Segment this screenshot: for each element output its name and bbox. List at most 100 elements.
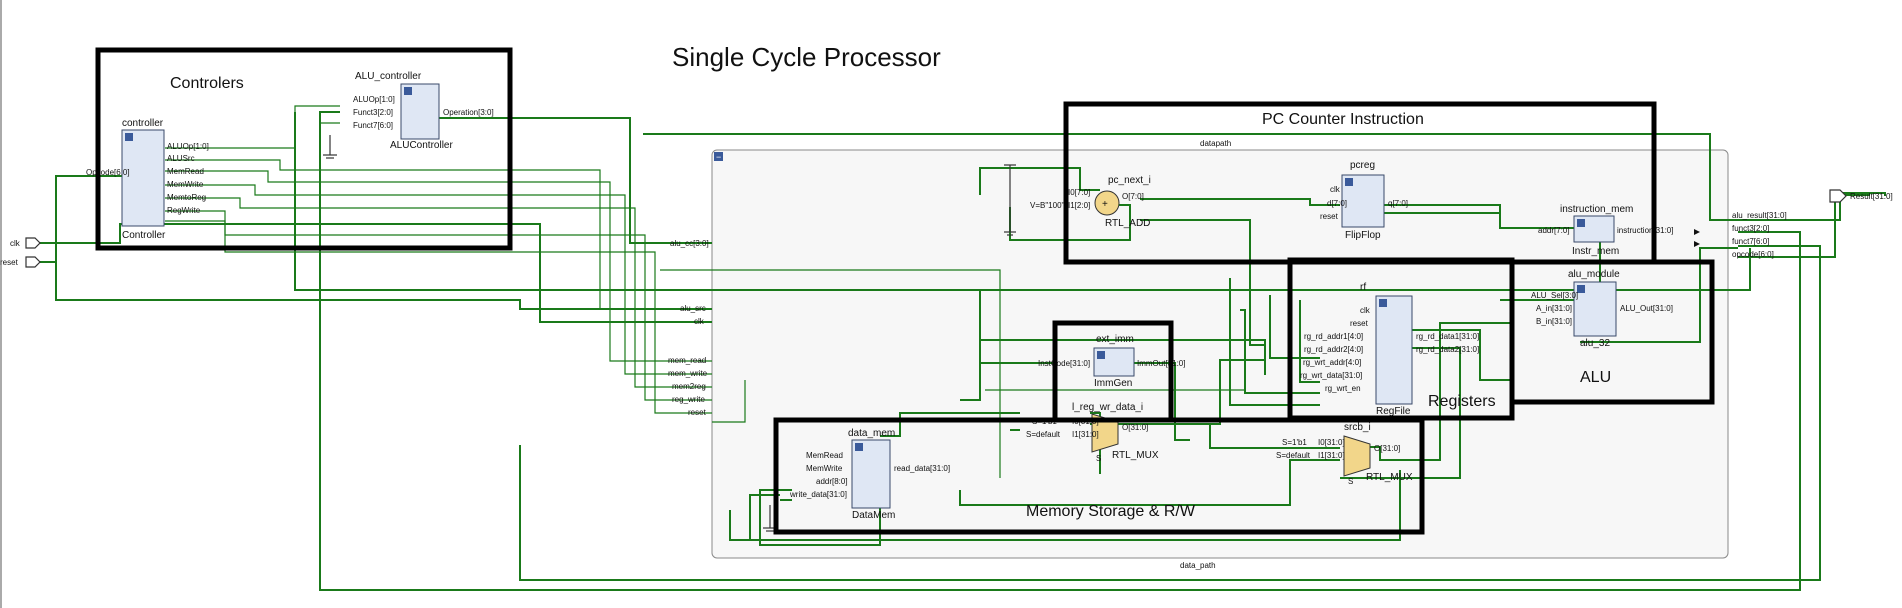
datapath-group[interactable] <box>711 149 1729 559</box>
rf-in-wrt-addr: rg_wrt_addr[4:0] <box>1303 358 1361 367</box>
alu-module-expand-icon[interactable] <box>1577 285 1585 293</box>
rf-block[interactable] <box>1375 295 1413 405</box>
port-result-symbol[interactable] <box>1829 189 1847 203</box>
data-mem-block[interactable] <box>851 439 891 509</box>
datapath-bottom-label: data_path <box>1180 561 1216 570</box>
dp-out-alu-result: alu_result[31:0] <box>1732 211 1787 220</box>
srcb-mux-in1: I1[31:0] <box>1318 451 1345 460</box>
instruction-mem-out: instruction[31:0] <box>1617 226 1673 235</box>
reg-wr-mux-out: O[31:0] <box>1122 423 1148 432</box>
rf-expand-icon[interactable] <box>1379 299 1387 307</box>
port-reset-label: reset <box>0 258 19 267</box>
ext-imm-instance: ext_imm <box>1096 334 1134 345</box>
controller-module: Controller <box>122 230 166 241</box>
reg-wr-mux-sel1: S=default <box>1026 430 1061 439</box>
highlight-memory[interactable]: Memory Storage & R/W <box>773 320 1425 535</box>
controller-expand-icon[interactable] <box>125 133 133 141</box>
data-mem-in-memread: MemRead <box>806 451 843 460</box>
dp-in-reg-write: reg_write <box>672 395 705 404</box>
alu-controller-in-aluop: ALUOp[1:0] <box>353 95 395 104</box>
port-clk[interactable]: clk <box>10 237 41 249</box>
highlight-controllers-label: Controlers <box>170 75 244 92</box>
instruction-mem-cell[interactable]: instruction_mem addr[7:0] instruction[31… <box>1538 204 1673 257</box>
reg-wr-mux-module: RTL_MUX <box>1112 450 1159 461</box>
alu-in-sel: ALU_Sel[3:0] <box>1531 291 1578 300</box>
reg-wr-mux-in1: I1[31:0] <box>1072 430 1099 439</box>
srcb-mux-out: O[31:0] <box>1374 444 1400 453</box>
ext-imm-in: InstCode[31:0] <box>1038 359 1090 368</box>
instruction-mem-in-addr: addr[7:0] <box>1538 226 1570 235</box>
controller-cell[interactable]: controller Controller Opcode[6:0] ALUOp[… <box>86 118 209 241</box>
pcreg-expand-icon[interactable] <box>1345 178 1353 186</box>
ext-imm-cell[interactable]: ext_imm InstCode[31:0] ImmOut[31:0] ImmG… <box>1038 334 1185 389</box>
pc-next-module: RTL_ADD <box>1105 218 1150 229</box>
rf-in-rd-addr1: rg_rd_addr1[4:0] <box>1304 332 1363 341</box>
port-result[interactable]: Result[31:0] <box>1829 189 1893 203</box>
alu-module-instance: alu_module <box>1568 269 1620 280</box>
highlight-memory-label: Memory Storage & R/W <box>1026 503 1196 520</box>
controller-block[interactable] <box>121 129 165 227</box>
rf-out-rd-data2: rg_rd_data2[31:0] <box>1416 345 1479 354</box>
pc-next-out: O[7:0] <box>1122 192 1144 201</box>
pc-next-cell[interactable]: pc_next_i + I0[7:0] I1[2:0] V=B"100" O[7… <box>1030 175 1151 229</box>
pc-next-in1: I1[2:0] <box>1068 201 1090 210</box>
alu-controller-in-funct3: Funct3[2:0] <box>353 108 393 117</box>
srcb-mux-select: S <box>1348 477 1353 486</box>
collapse-button[interactable] <box>714 152 723 161</box>
datapath-group-label: datapath <box>1200 139 1231 148</box>
highlight-controllers-box <box>95 47 513 251</box>
rf-out-rd-data1: rg_rd_data1[31:0] <box>1416 332 1479 341</box>
wires <box>38 105 1886 591</box>
highlight-alu-box <box>1509 259 1715 405</box>
dp-in-mem-write: mem_write <box>668 369 708 378</box>
alu-controller-in-funct7: Funct7[6:0] <box>353 121 393 130</box>
dp-in-alu-src: alu_src <box>680 304 706 313</box>
dp-in-mem-read: mem_read <box>668 356 706 365</box>
ext-imm-out: ImmOut[31:0] <box>1137 359 1185 368</box>
pc-next-instance: pc_next_i <box>1108 175 1151 186</box>
port-reset-symbol[interactable] <box>25 256 41 268</box>
highlight-alu[interactable]: ALU <box>1509 259 1715 405</box>
alu-controller-cell[interactable]: ALU_controller ALUOp[1:0] Funct3[2:0] Fu… <box>353 71 494 151</box>
dp-out-opcode: opcode[6:0] <box>1732 250 1774 259</box>
dp-in-alu-cc: alu_cc[3:0] <box>670 239 709 248</box>
srcb-mux-sel0: S=1'b1 <box>1282 438 1307 447</box>
datapath-outputs: alu_result[31:0] funct3[2:0] funct7[6:0]… <box>1694 211 1787 259</box>
controller-out-regwrite: RegWrite <box>167 206 201 215</box>
pc-next-const: V=B"100" <box>1030 201 1065 210</box>
rf-cell[interactable]: rf clk reset rg_rd_addr1[4:0] rg_rd_addr… <box>1300 282 1479 417</box>
alu-module-cell[interactable]: alu_module ALU_Sel[3:0] A_in[31:0] B_in[… <box>1531 269 1673 349</box>
pcreg-in-d: d[7:0] <box>1327 199 1347 208</box>
controller-out-aluop: ALUOp[1:0] <box>167 142 209 151</box>
alu-out: ALU_Out[31:0] <box>1620 304 1673 313</box>
data-mem-expand-icon[interactable] <box>855 443 863 451</box>
highlight-alu-label: ALU <box>1580 369 1611 386</box>
alu-controller-expand-icon[interactable] <box>404 87 412 95</box>
rf-instance: rf <box>1360 282 1366 293</box>
srcb-mux-module: RTL_MUX <box>1366 472 1413 483</box>
pc-next-symbol: + <box>1102 199 1108 210</box>
data-mem-cell[interactable]: data_mem MemRead MemWrite addr[8:0] writ… <box>789 428 950 521</box>
pc-next-adder[interactable] <box>1094 190 1120 216</box>
port-reset[interactable]: reset <box>0 256 41 268</box>
rf-in-rd-addr2: rg_rd_addr2[4:0] <box>1304 345 1363 354</box>
srcb-mux-shape[interactable] <box>1343 435 1371 477</box>
port-result-label: Result[31:0] <box>1850 192 1893 201</box>
datapath-inputs: alu_cc[3:0] alu_src clk mem_read mem_wri… <box>668 239 709 417</box>
srcb-mux-cell[interactable]: srcb_i I0[31:0] I1[31:0] S=1'b1 S=defaul… <box>1276 422 1413 486</box>
ext-imm-expand-icon[interactable] <box>1097 351 1105 359</box>
rf-module: RegFile <box>1376 406 1411 417</box>
dp-out-funct3: funct3[2:0] <box>1732 224 1769 233</box>
controller-instance: controller <box>122 118 164 129</box>
instruction-mem-expand-icon[interactable] <box>1577 219 1585 227</box>
highlight-memory-notch <box>1052 320 1174 420</box>
dp-out-funct7: funct7[6:0] <box>1732 237 1769 246</box>
highlight-controllers[interactable]: Controlers <box>95 47 513 251</box>
data-mem-module: DataMem <box>852 510 895 521</box>
highlight-pc-counter-label: PC Counter Instruction <box>1262 111 1424 128</box>
pcreg-cell[interactable]: pcreg clk d[7:0] reset q[7:0] FlipFlop <box>1320 160 1408 241</box>
alu-controller-module: ALUController <box>390 140 453 151</box>
output-arrow-2 <box>1694 241 1700 247</box>
data-mem-out: read_data[31:0] <box>894 464 950 473</box>
port-clk-symbol[interactable] <box>25 237 41 249</box>
